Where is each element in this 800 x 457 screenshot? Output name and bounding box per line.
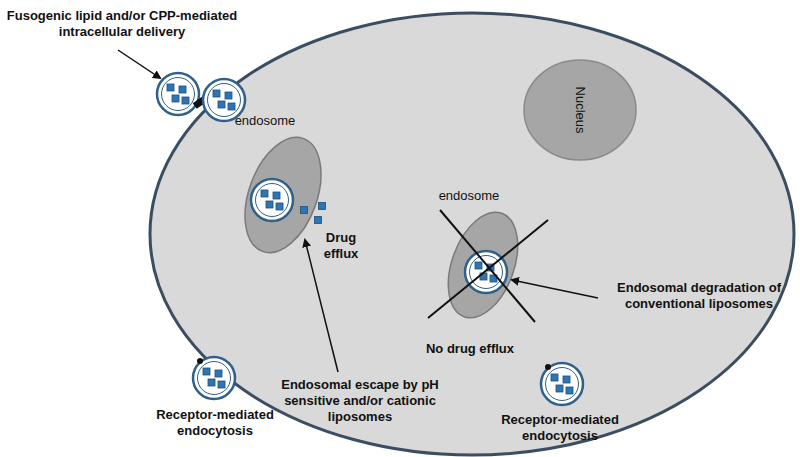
leader-arrow	[118, 50, 160, 78]
liposome	[541, 363, 583, 405]
leader-arrow	[512, 280, 598, 298]
endosome-label: endosome	[235, 113, 296, 129]
drug-molecule	[319, 203, 326, 210]
no-efflux-label: No drug efflux	[410, 341, 530, 357]
endosome-outline	[450, 208, 516, 322]
endosome: endosome	[247, 133, 319, 257]
delivery-label: Fusogenic lipid and/or CPP-mediated intr…	[6, 8, 238, 40]
endosome-outline	[247, 133, 319, 257]
pathway-label: Receptor-mediated endocytosis	[480, 412, 640, 444]
nucleus: Nucleus	[522, 58, 638, 162]
nucleus-label: Nucleus	[572, 87, 588, 134]
efflux-label: Drug efflux	[315, 230, 367, 262]
cell-membrane	[150, 13, 794, 455]
liposome	[157, 73, 199, 115]
endosome: endosome	[450, 208, 516, 322]
receptor-ligand	[197, 358, 203, 364]
drug-molecule	[315, 217, 322, 224]
liposome	[193, 357, 235, 399]
degradation-label: Endosomal degradation of conventional li…	[601, 280, 797, 312]
cpp-peptide	[193, 94, 210, 109]
pathway-label: Receptor-mediated endocytosis	[130, 407, 300, 439]
receptor-ligand	[545, 364, 551, 370]
escape-label: Endosomal escape by pH sensitive and/or …	[270, 377, 450, 425]
endosome-label: endosome	[439, 188, 500, 204]
